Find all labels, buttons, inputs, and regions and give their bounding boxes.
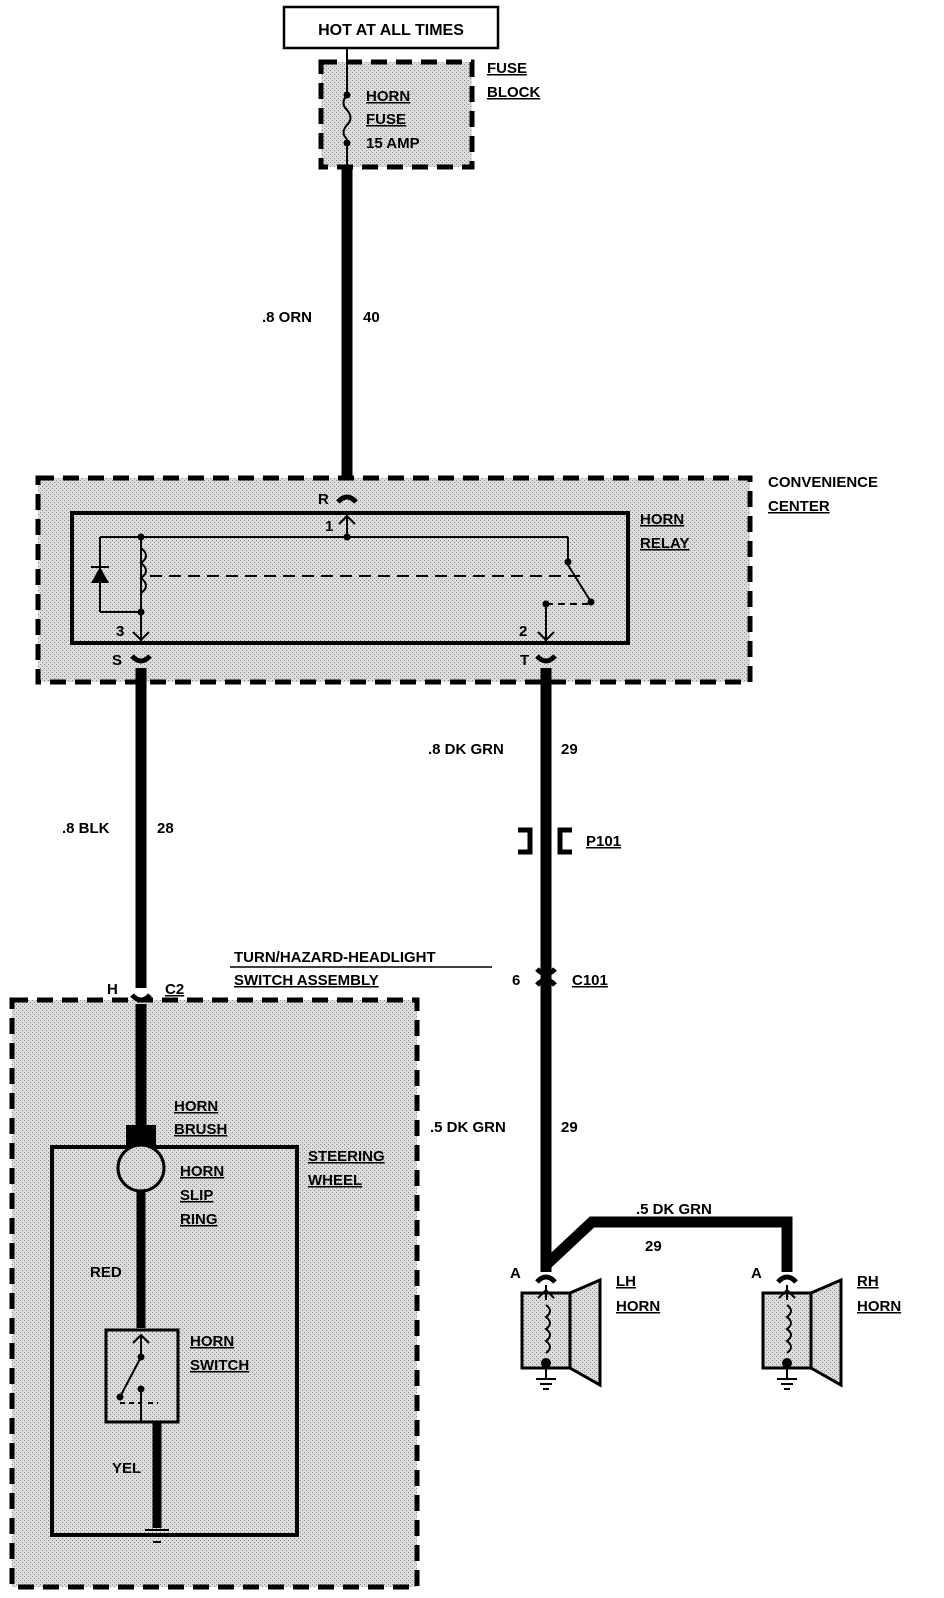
wire-dkgrn-rh-branch — [542, 1216, 793, 1272]
lh-horn-label-2: HORN — [616, 1298, 660, 1315]
rh-horn-pin: A — [751, 1265, 762, 1282]
wire-red-label: RED — [90, 1264, 122, 1281]
wire-dkgrn-rh-circuit: 29 — [645, 1238, 662, 1255]
horn-brush-icon — [126, 1125, 156, 1147]
horn-switch-label-1: HORN — [190, 1333, 234, 1350]
connector-c101 — [535, 967, 557, 987]
switch-assembly: HORN BRUSH STEERING WHEEL HORN SLIP RING… — [9, 993, 420, 1590]
fuse-label-3: 15 AMP — [366, 135, 420, 152]
fuse-element-icon — [342, 94, 352, 140]
horn-relay-box — [70, 511, 630, 645]
steering-wheel-label-1: STEERING — [308, 1148, 385, 1165]
switch-ground-icon — [145, 1529, 169, 1543]
relay-coil-icon — [139, 547, 147, 594]
rh-horn — [761, 1274, 843, 1390]
relay-diode-icon — [91, 567, 109, 583]
lh-horn-label-1: LH — [616, 1273, 636, 1290]
horn-slip-label-2: SLIP — [180, 1187, 213, 1204]
terminal-r-label: R — [318, 491, 329, 508]
steering-wheel-label-2: WHEEL — [308, 1172, 362, 1189]
wire-orn-circuit: 40 — [363, 309, 380, 326]
wire-blk-circuit: 28 — [157, 820, 174, 837]
horn-brush-label-1: HORN — [174, 1098, 218, 1115]
horn-brush-label-2: BRUSH — [174, 1121, 227, 1138]
fuse-block-title-1: FUSE — [487, 60, 527, 77]
terminal-t-label: T — [520, 652, 529, 669]
horn-slip-label-1: HORN — [180, 1163, 224, 1180]
relay-pin-3: 3 — [116, 623, 124, 640]
wire-yel-label: YEL — [112, 1460, 141, 1477]
rh-horn-coil-icon — [785, 1304, 792, 1354]
terminal-s-label: S — [112, 652, 122, 669]
horn-relay-label-2: RELAY — [640, 535, 689, 552]
lh-horn-coil-icon — [544, 1304, 551, 1354]
power-source-label: HOT AT ALL TIMES — [318, 22, 464, 39]
relay-pin-1: 1 — [325, 518, 333, 535]
relay-contact-icon — [567, 564, 592, 603]
terminal-t-connector — [535, 654, 557, 664]
power-source-box: HOT AT ALL TIMES — [282, 5, 500, 50]
horn-slip-ring-icon — [116, 1143, 166, 1193]
fuse-block: HORN FUSE 15 AMP — [318, 59, 475, 170]
lh-horn-bell-icon — [568, 1277, 602, 1388]
connector-c101-label: C101 — [572, 972, 608, 989]
connector-p101 — [512, 827, 572, 855]
wire-dkgrn-lower-circuit: 29 — [561, 1119, 578, 1136]
connector-c2 — [130, 993, 152, 1003]
connector-c101-pin: 6 — [512, 972, 520, 989]
lh-horn-ground-icon — [536, 1378, 556, 1390]
convenience-center-title-1: CONVENIENCE — [768, 474, 878, 491]
lh-horn-pin: A — [510, 1265, 521, 1282]
wire-dkgrn-upper-circuit: 29 — [561, 741, 578, 758]
rh-horn-ground-icon — [777, 1378, 797, 1390]
fuse-label-1: HORN — [366, 88, 410, 105]
rh-horn-label-2: HORN — [857, 1298, 901, 1315]
connector-p101-label: P101 — [586, 833, 621, 850]
terminal-r-connector — [336, 494, 358, 504]
horn-relay-label-1: HORN — [640, 511, 684, 528]
convenience-center-title-2: CENTER — [768, 498, 830, 515]
convenience-center: 1 3 2 HORN RELAY R S T — [35, 475, 753, 685]
wire-dkgrn-lower-label: .5 DK GRN — [430, 1119, 506, 1136]
switch-assembly-title-2: SWITCH ASSEMBLY — [234, 972, 379, 989]
wire-dkgrn-rh-label: .5 DK GRN — [636, 1201, 712, 1218]
terminal-s-connector — [130, 654, 152, 664]
fuse-block-title-2: BLOCK — [487, 84, 540, 101]
horn-slip-label-3: RING — [180, 1211, 218, 1228]
rh-horn-label-1: RH — [857, 1273, 879, 1290]
connector-c2-label: C2 — [165, 981, 184, 998]
connector-c2-pin: H — [107, 981, 118, 998]
rh-horn-bell-icon — [809, 1277, 843, 1388]
horn-switch-contact-icon — [119, 1356, 142, 1398]
fuse-label-2: FUSE — [366, 111, 406, 128]
relay-pin-2: 2 — [519, 623, 527, 640]
switch-assembly-title-1: TURN/HAZARD-HEADLIGHT — [234, 949, 436, 966]
wire-blk-label: .8 BLK — [62, 820, 110, 837]
wire-orn-label: .8 ORN — [262, 309, 312, 326]
horn-switch-label-2: SWITCH — [190, 1357, 249, 1374]
lh-horn — [520, 1274, 602, 1390]
wire-dkgrn-upper-label: .8 DK GRN — [428, 741, 504, 758]
